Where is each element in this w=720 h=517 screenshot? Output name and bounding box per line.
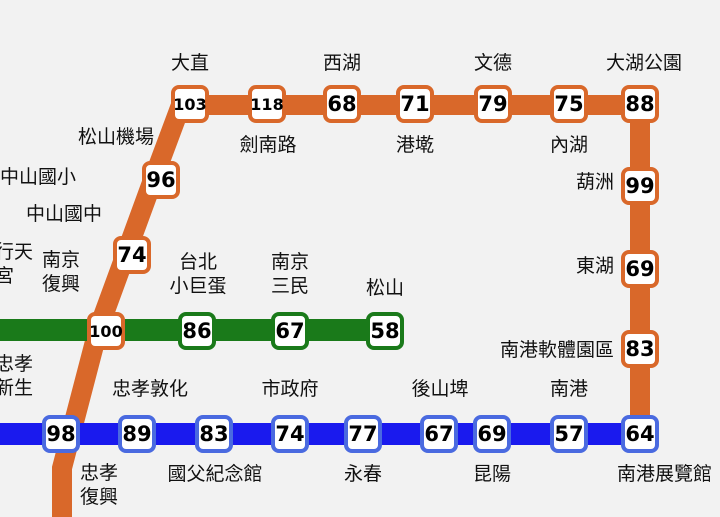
label-dazhi: 大直 — [170, 52, 210, 74]
station-songshan[interactable]: 58 — [366, 312, 404, 350]
label-city-hall: 市政府 — [261, 378, 319, 400]
label-gangqian: 港墘 — [395, 134, 435, 156]
label-nangang: 南港 — [549, 378, 589, 400]
station-gangqian[interactable]: 71 — [396, 85, 434, 123]
station-nanjing-fuxing[interactable]: 100 — [87, 312, 125, 350]
label-nangang-exhibition-center: 南港展覽館 — [616, 463, 712, 485]
station-zhongshan-jh[interactable]: 74 — [113, 236, 151, 274]
label-houshanpi: 後山埤 — [411, 378, 469, 400]
label-yongchun: 永春 — [343, 463, 383, 485]
station-wende[interactable]: 79 — [474, 85, 512, 123]
station-yongchun[interactable]: 77 — [344, 415, 382, 453]
label-neihu: 內湖 — [549, 134, 589, 156]
station-dazhi[interactable]: 103 — [171, 85, 209, 123]
station-xihu[interactable]: 68 — [323, 85, 361, 123]
station-nangang[interactable]: 57 — [550, 415, 588, 453]
label-huzhou: 葫洲 — [575, 171, 614, 193]
label-songshan-airport: 松山機場 — [77, 126, 154, 148]
label-dahu-park: 大湖公園 — [605, 52, 683, 74]
station-zhongxiao-fuxing[interactable]: 98 — [42, 415, 80, 453]
label-kunyang: 昆陽 — [472, 463, 512, 485]
label-zhongshan-junior-high: 中山國中 — [25, 203, 102, 225]
label-zhongshan-elementary: 中山國小 — [0, 166, 77, 188]
station-houshanpi[interactable]: 67 — [420, 415, 458, 453]
label-jiannan-road: 劍南路 — [239, 134, 297, 156]
label-zhongxiao-dunhua: 忠孝敦化 — [111, 378, 189, 400]
station-neihu[interactable]: 75 — [550, 85, 588, 123]
station-nangang-software-park[interactable]: 83 — [621, 330, 659, 368]
station-donghu[interactable]: 69 — [621, 250, 659, 288]
label-songshan: 松山 — [365, 277, 405, 299]
label-nanjing-fuxing: 南京 復興 — [42, 249, 81, 295]
label-xingtian-temple: 行天 宮 — [0, 241, 34, 287]
station-dahu-park[interactable]: 88 — [621, 85, 659, 123]
station-songshan-airport[interactable]: 96 — [142, 161, 180, 199]
label-wende: 文德 — [473, 52, 513, 74]
station-sun-yatsen-memorial-hall[interactable]: 83 — [195, 415, 233, 453]
label-donghu: 東湖 — [575, 255, 614, 277]
label-zhongxiao-fuxing: 忠孝 復興 — [80, 462, 119, 508]
label-sun-yatsen-memorial-hall: 國父紀念館 — [167, 463, 263, 485]
station-jiannan-road[interactable]: 118 — [248, 85, 286, 123]
station-kunyang[interactable]: 69 — [473, 415, 511, 453]
station-nangang-exhibition-center[interactable]: 64 — [621, 415, 659, 453]
station-city-hall[interactable]: 74 — [271, 415, 309, 453]
label-zhongxiao-xinsheng: 忠孝 新生 — [0, 353, 34, 399]
station-huzhou[interactable]: 99 — [621, 167, 659, 205]
station-taipei-arena[interactable]: 86 — [178, 312, 216, 350]
label-xihu: 西湖 — [322, 52, 362, 74]
station-nanjing-sanmin[interactable]: 67 — [271, 312, 309, 350]
label-nanjing-sanmin: 南京 三民 — [270, 251, 310, 297]
label-nangang-software-park: 南港軟體園區 — [499, 339, 614, 361]
station-zhongxiao-dunhua[interactable]: 89 — [118, 415, 156, 453]
label-taipei-arena: 台北 小巨蛋 — [169, 251, 227, 297]
